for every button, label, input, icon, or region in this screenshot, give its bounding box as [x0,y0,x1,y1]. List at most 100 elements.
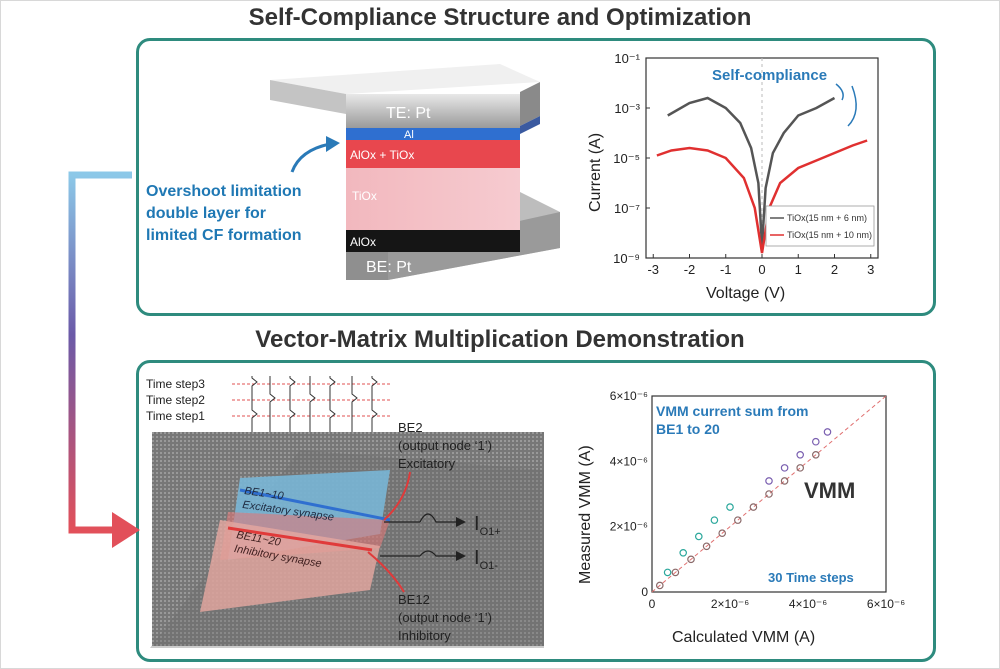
alox-layer [346,230,520,252]
time-step-3: Time step3 [146,377,205,391]
connector-arrow [68,171,140,548]
iv-ylabel: Current (A) [587,133,604,212]
vmm-ytick-label: 2×10⁻⁶ [610,520,648,534]
iv-ytick-label: 10⁻⁵ [613,151,640,166]
pulse-waveform [371,376,378,432]
iv-ytick-label: 10⁻⁷ [614,201,640,216]
device-stack-3d: TE: Pt Al AlOx + TiOx TiOx AlOx BE: Pt [270,64,560,280]
tiox-layer [346,168,520,230]
vmm-point [671,568,680,577]
vmm-point [811,450,820,459]
te-top-face [270,64,540,94]
vmm-point [823,428,832,436]
vmm-point [655,581,664,590]
bottom-section-title: Vector-Matrix Multiplication Demonstrati… [255,326,745,353]
be12-pointer [367,551,405,593]
output-plus: IO1+ [474,513,501,538]
vmm-chart: 00 2×10⁻⁶ 2×10⁻⁶ 4×10⁻⁶ 4×10⁻⁶ 6×10⁻⁶ 6×10⁻⁶ V… [577,389,905,646]
top-section-title: Self-Compliance Structure and Optimizati… [248,4,752,31]
callout-arrow-1 [835,83,844,101]
iv-xtick-label: 1 [795,262,802,277]
self-compliance-callout: Self-compliance [712,67,827,84]
iv-xtick-label: 0 [758,262,765,277]
iv-xlabel: Voltage (V) [706,285,785,302]
iv-ytick-label: 10⁻⁹ [613,251,640,266]
iv-chart: -3 -2 -1 0 1 2 3 10⁻¹ 10⁻³ 10⁻⁵ 10⁻⁷ 10⁻⁹ Self-comp… [587,51,879,302]
vmm-point [726,503,734,511]
legend-10nm: TiOx(15 nm + 10 nm) [787,230,872,240]
tiox-label: TiOx [352,189,377,203]
be2-pointer [383,471,411,521]
vmm-point [796,450,805,459]
crossbar-array: BE1~10 Excitatory synapse BE11~20 Inhibi… [150,432,544,648]
iv-series-line [667,96,836,246]
be-layer [346,252,388,280]
output-currents: IO1+ IO1- [380,513,501,572]
vmm-point [679,548,688,557]
vmm-point [796,464,805,472]
overshoot-annotation: Overshoot limitation double layer for li… [146,183,306,244]
vmm-ytick-label: 4×10⁻⁶ [610,454,648,468]
annotation-arrowhead [326,136,340,152]
time-step-2: Time step2 [146,393,205,407]
vmm-ytick-label: 0 [641,585,648,599]
iv-xtick-label: 2 [831,262,838,277]
pulse-waveform [329,376,336,432]
vmm-point [765,477,773,485]
alox-label: AlOx [350,235,376,249]
vmm-point [702,542,711,551]
be12-line [227,526,373,552]
be2-line [239,488,391,522]
vmm-note: 30 Time steps [768,570,854,585]
vmm-point [780,464,789,472]
vmm-xtick-label: 2×10⁻⁶ [711,597,749,611]
pulse-waveform [269,376,276,432]
be12-annotation: BE12 (output node ‘1’) Inhibitory [398,592,496,643]
vmm-point [765,490,773,498]
be2-annotation: BE2 (output node ‘1’) Excitatory [398,420,496,471]
iv-ytick-label: 10⁻¹ [614,51,640,66]
vmm-point [710,516,719,524]
te-label: TE: Pt [386,105,431,122]
vmm-xtick-label: 6×10⁻⁶ [867,597,905,611]
callout-arrow-2 [847,85,857,127]
al-layer [346,128,520,140]
vmm-ytick-label: 6×10⁻⁶ [610,389,648,403]
iv-xtick-label: -2 [684,262,696,277]
vmm-ylabel: Measured VMM (A) [577,445,594,584]
vmm-xtick-label: 4×10⁻⁶ [789,597,827,611]
vmm-point [780,477,789,485]
vmm-point [718,529,727,538]
vmm-xlabel: Calculated VMM (A) [672,629,815,646]
annotation-arrow [290,142,331,173]
iv-xtick-label: -1 [720,262,732,277]
vmm-point [749,503,758,511]
te-layer [346,94,520,128]
iv-series-line [656,139,868,254]
alox-tiox-layer [346,140,520,168]
vmm-label: VMM [804,478,855,503]
al-label: Al [404,129,414,141]
legend-6nm: TiOx(15 nm + 6 nm) [787,213,867,223]
iv-xtick-label: 3 [867,262,874,277]
time-steps: Time step3 Time step2 Time step1 [146,376,392,432]
vmm-point [687,555,695,564]
vmm-point [663,568,672,577]
time-step-1: Time step1 [146,409,205,423]
iv-ytick-label: 10⁻³ [614,101,640,116]
pulse-waveform [309,376,316,432]
vmm-point [733,516,742,524]
vmm-xtick-label: 0 [649,597,656,611]
iv-legend [765,205,875,247]
alox-tiox-label: AlOx + TiOx [350,148,414,162]
output-minus: IO1- [474,547,498,572]
be-label: BE: Pt [366,259,412,276]
pulse-waveform [289,376,296,432]
pulse-waveform [251,376,258,432]
vmm-point [811,437,820,446]
iv-xtick-label: -3 [647,262,659,277]
pulse-waveform [351,376,358,432]
vmm-chart-title: VMM current sum from BE1 to 20 [656,403,812,437]
vmm-point [694,532,703,541]
